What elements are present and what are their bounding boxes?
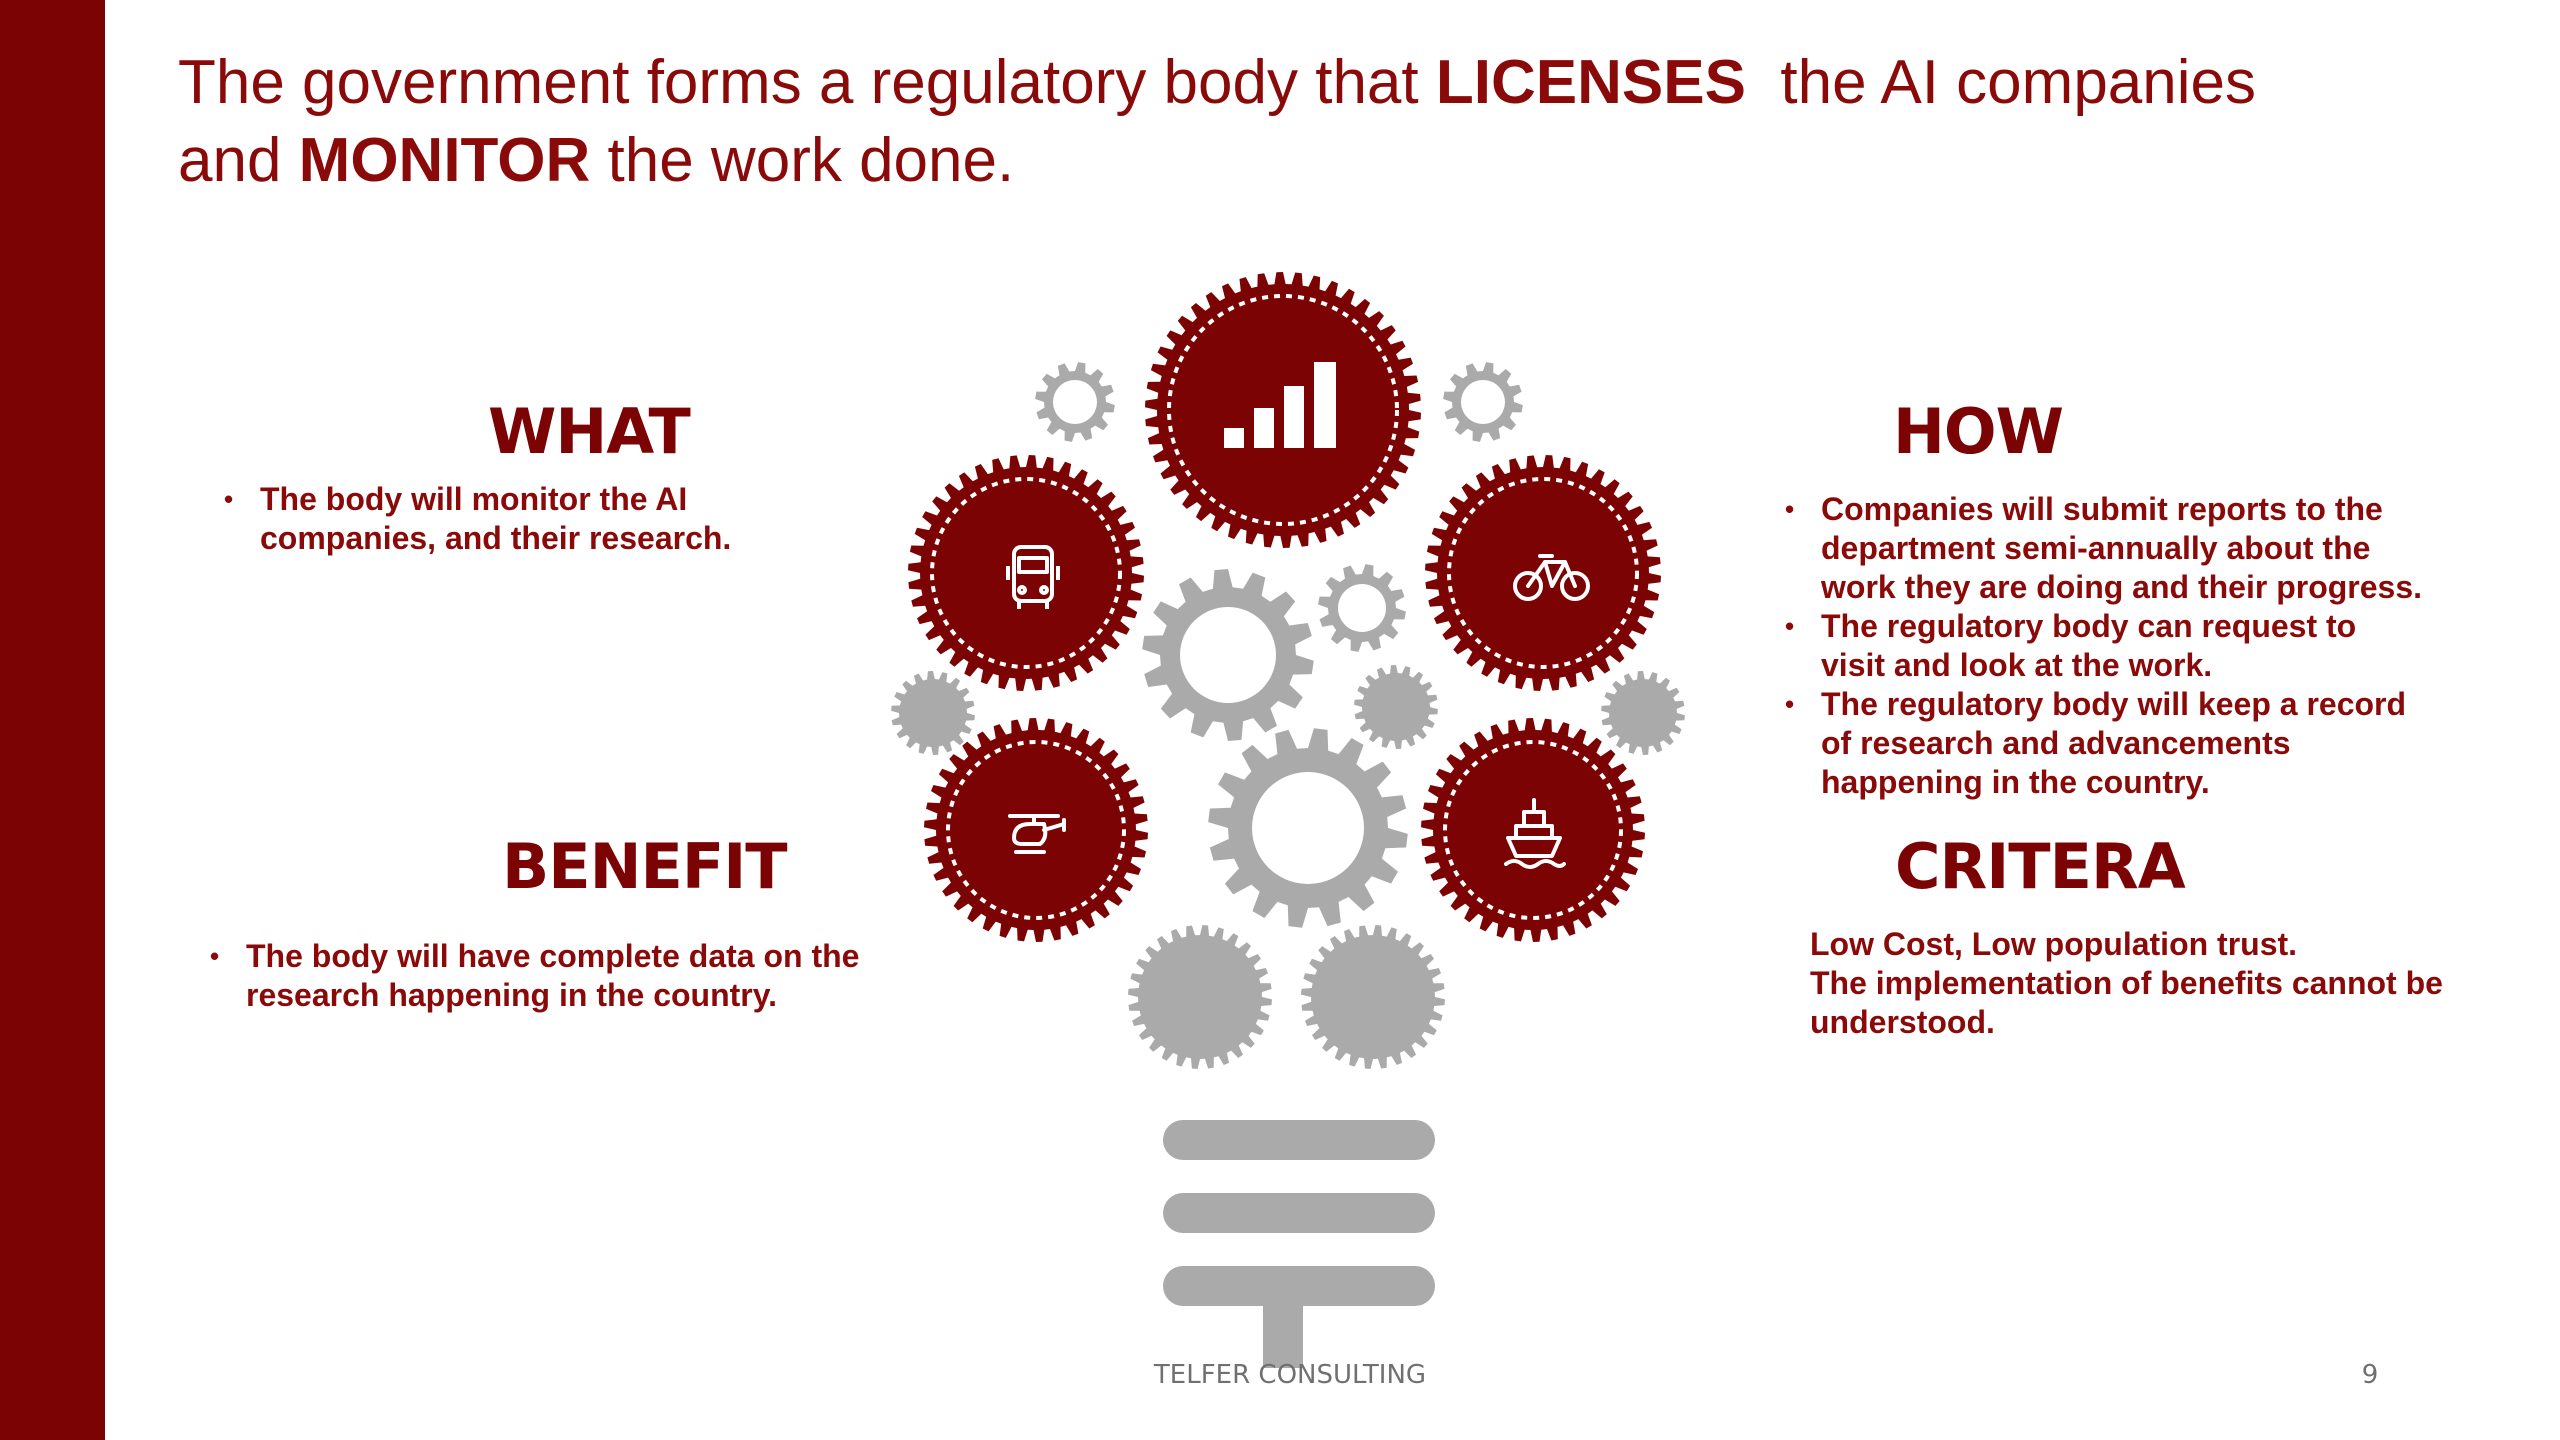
ship-icon bbox=[1504, 798, 1566, 869]
bulb-base-bar bbox=[1163, 1193, 1435, 1233]
left-accent-bar bbox=[0, 0, 105, 1440]
what-heading: WHAT bbox=[488, 395, 691, 468]
bulb-base-bar bbox=[1163, 1120, 1435, 1160]
solid-gear bbox=[1601, 671, 1685, 755]
benefit-heading: BENEFIT bbox=[502, 830, 788, 903]
bus-icon bbox=[1006, 545, 1060, 609]
how-bullet: The regulatory body can request tovisit … bbox=[1785, 607, 2505, 685]
red-gear-right bbox=[1425, 455, 1661, 691]
helicopter-icon bbox=[1008, 814, 1066, 854]
red-gear-lower-right bbox=[1421, 718, 1645, 942]
page-number: 9 bbox=[2361, 1360, 2379, 1390]
slide-title: The government forms a regulatory body t… bbox=[178, 48, 2257, 195]
benefit-bullet-list: The body will have complete data on ther… bbox=[210, 937, 930, 1015]
solid-gear bbox=[891, 671, 975, 755]
solid-gear bbox=[1354, 665, 1438, 749]
how-bullet-list: Companies will submit reports to thedepa… bbox=[1785, 490, 2505, 802]
how-heading: HOW bbox=[1893, 395, 2064, 468]
bicycle-icon bbox=[1513, 554, 1590, 601]
medium-gear bbox=[1142, 569, 1314, 741]
bulb-stem bbox=[1263, 1296, 1303, 1368]
red-gear-top bbox=[1145, 272, 1421, 548]
criteria-text: Low Cost, Low population trust.The imple… bbox=[1810, 926, 2443, 1040]
small-gear bbox=[1443, 362, 1523, 442]
solid-gear bbox=[1301, 925, 1445, 1069]
medium-gear bbox=[1208, 728, 1408, 928]
criteria-heading: CRITERA bbox=[1895, 830, 2186, 903]
bar-chart-icon bbox=[1224, 362, 1336, 448]
how-bullet: The regulatory body will keep a recordof… bbox=[1785, 685, 2505, 802]
how-bullet: Companies will submit reports to thedepa… bbox=[1785, 490, 2505, 607]
small-gear bbox=[1035, 362, 1115, 442]
red-gear-lower-left bbox=[924, 718, 1148, 942]
footer-company: TELFER CONSULTING bbox=[1153, 1360, 1427, 1390]
bulb-base-bar bbox=[1163, 1266, 1435, 1306]
benefit-bullet: The body will have complete data on ther… bbox=[210, 937, 930, 1015]
solid-gear bbox=[1128, 925, 1272, 1069]
small-gear bbox=[1318, 564, 1406, 652]
